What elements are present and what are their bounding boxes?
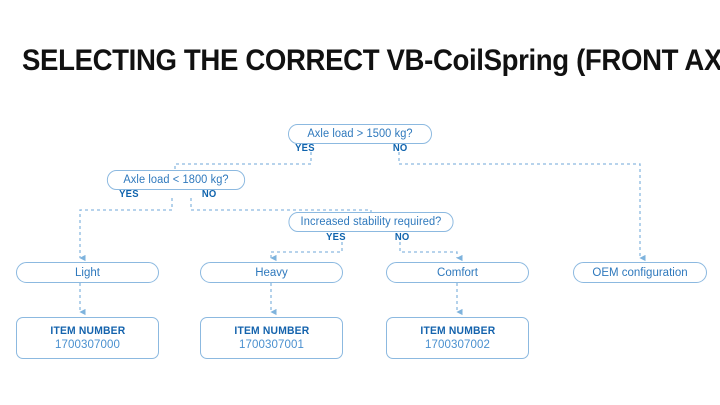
item-number-label: ITEM NUMBER bbox=[233, 325, 310, 337]
branch-label-d3-no: NO bbox=[394, 231, 410, 243]
item-number-label: ITEM NUMBER bbox=[49, 325, 126, 337]
item-number-value: 1700307001 bbox=[239, 339, 304, 351]
item-number-card-heavy[interactable]: ITEM NUMBER 1700307001 bbox=[200, 317, 343, 359]
page-title: SELECTING THE CORRECT VB-CoilSpring (FRO… bbox=[22, 44, 720, 77]
result-label: Light bbox=[75, 266, 100, 279]
edge-d1-no bbox=[398, 152, 646, 262]
decision-node-axle-load-1500[interactable]: Axle load > 1500 kg? bbox=[288, 124, 432, 144]
result-node-light[interactable]: Light bbox=[16, 262, 159, 283]
item-number-value: 1700307002 bbox=[425, 339, 490, 351]
edge-d3-yes bbox=[270, 242, 343, 262]
item-number-card-light[interactable]: ITEM NUMBER 1700307000 bbox=[16, 317, 159, 359]
branch-label-d1-no: NO bbox=[392, 142, 408, 154]
branch-label-d1-yes: YES bbox=[295, 142, 315, 154]
result-label: Comfort bbox=[437, 266, 478, 279]
branch-label-d2-no: NO bbox=[201, 188, 217, 200]
result-node-comfort[interactable]: Comfort bbox=[386, 262, 529, 283]
item-number-label: ITEM NUMBER bbox=[419, 325, 496, 337]
result-label: OEM configuration bbox=[592, 266, 688, 279]
item-number-value: 1700307000 bbox=[55, 339, 120, 351]
result-label: Heavy bbox=[255, 266, 288, 279]
decision-label: Axle load < 1800 kg? bbox=[123, 174, 229, 186]
result-node-oem-configuration[interactable]: OEM configuration bbox=[573, 262, 707, 283]
decision-label: Increased stability required? bbox=[300, 216, 442, 228]
item-number-card-comfort[interactable]: ITEM NUMBER 1700307002 bbox=[386, 317, 529, 359]
decision-node-increased-stability[interactable]: Increased stability required? bbox=[288, 212, 454, 232]
decision-label: Axle load > 1500 kg? bbox=[307, 128, 413, 140]
branch-label-d3-yes: YES bbox=[326, 231, 346, 243]
edge-d3-no bbox=[399, 242, 463, 262]
result-node-heavy[interactable]: Heavy bbox=[200, 262, 343, 283]
edge-d2-yes bbox=[79, 198, 173, 262]
edge-d1-yes bbox=[174, 152, 312, 172]
decision-node-axle-load-1800[interactable]: Axle load < 1800 kg? bbox=[106, 170, 246, 190]
branch-label-d2-yes: YES bbox=[119, 188, 139, 200]
